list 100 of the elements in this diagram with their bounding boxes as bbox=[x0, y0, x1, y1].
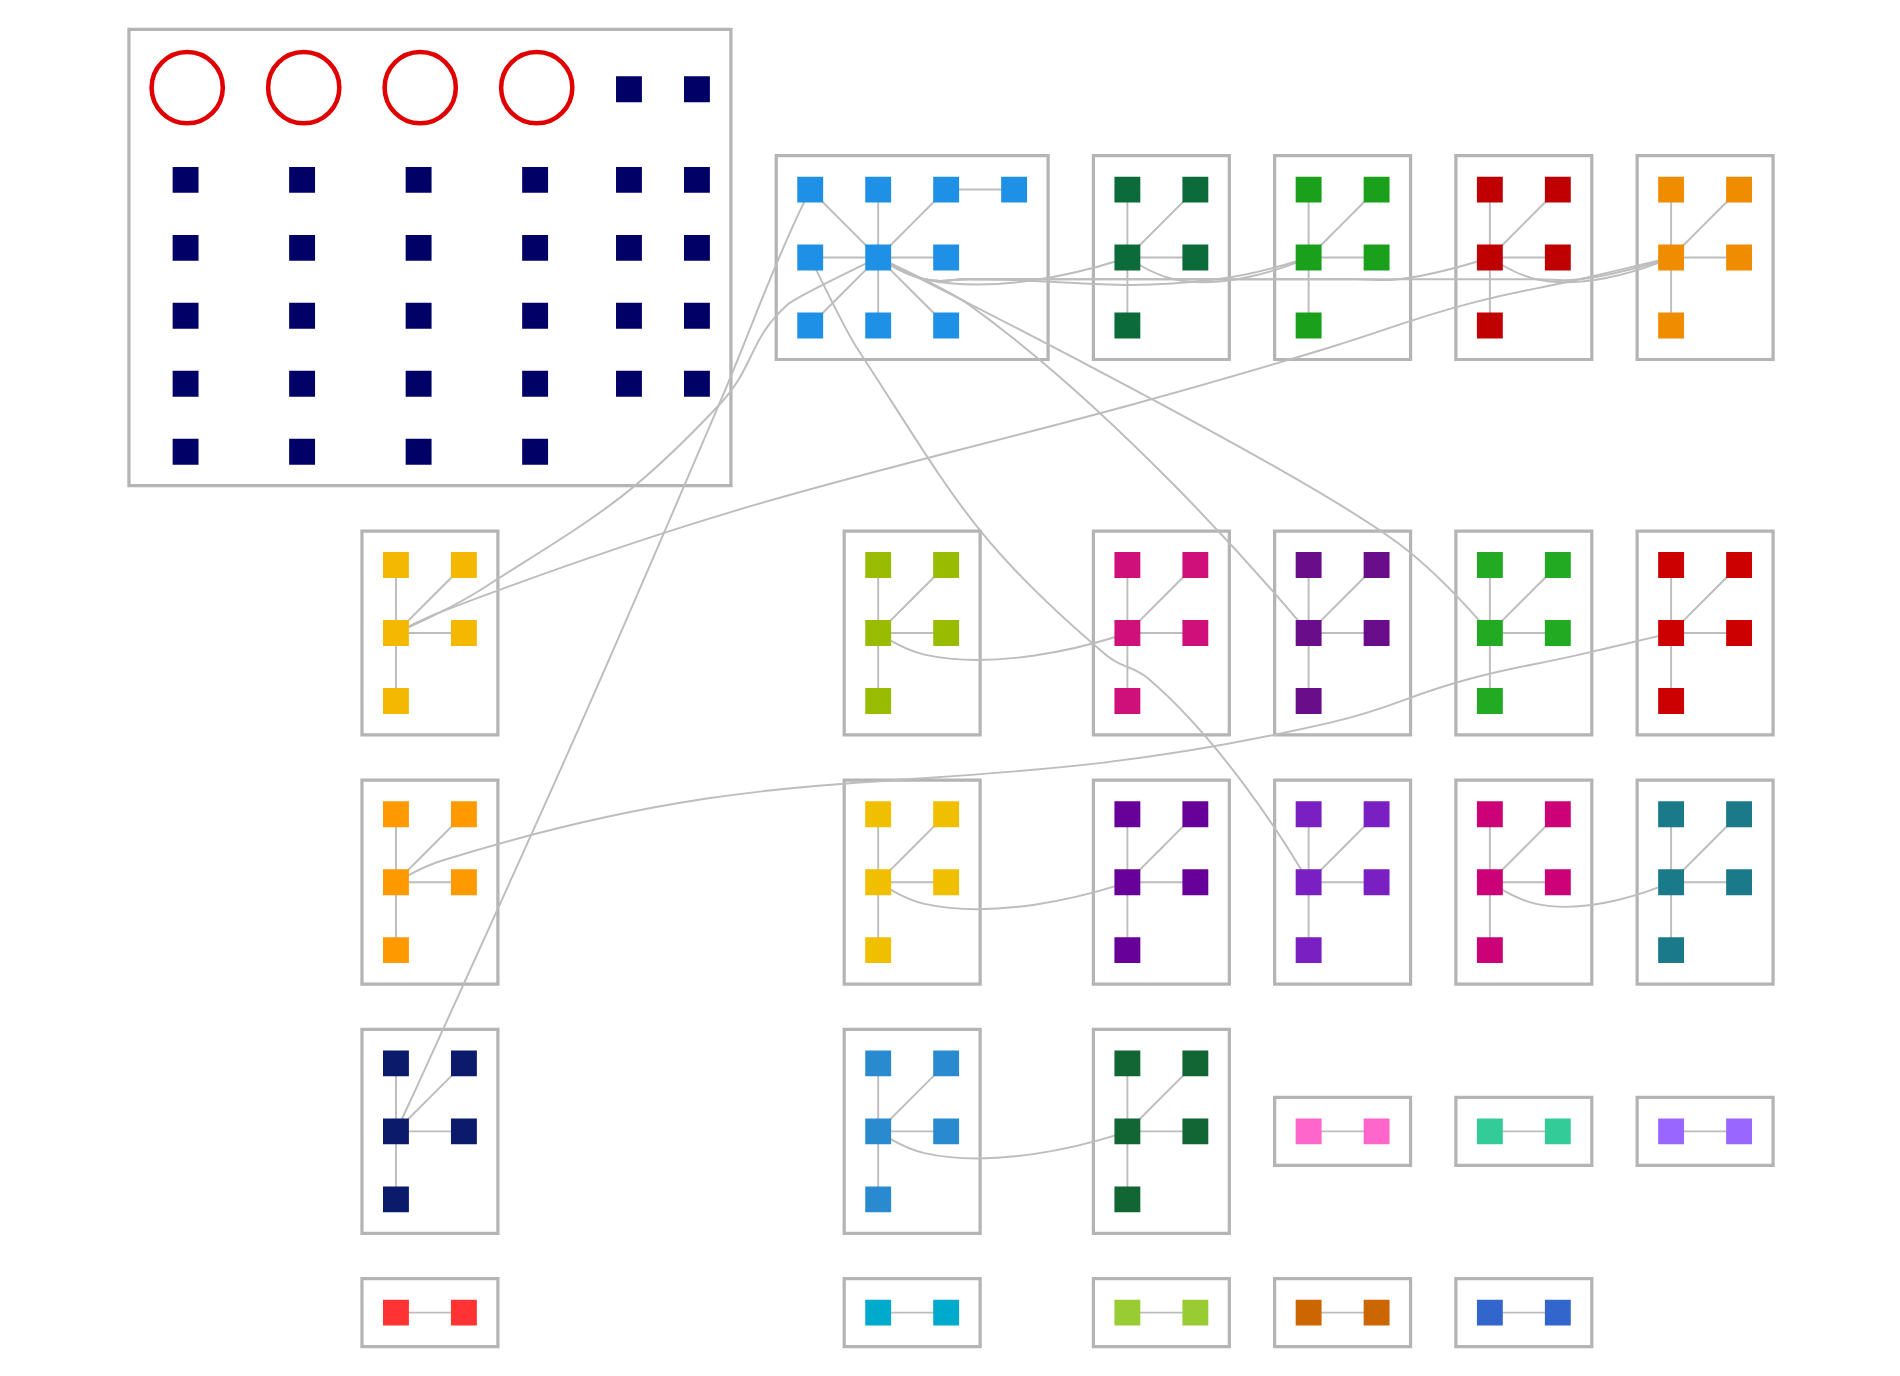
node-box bbox=[932, 620, 959, 646]
cluster bbox=[1453, 154, 1593, 362]
node-box bbox=[1181, 1299, 1208, 1326]
node-box bbox=[1294, 869, 1321, 896]
node-box bbox=[449, 1299, 476, 1326]
connector bbox=[1125, 575, 1128, 623]
connector bbox=[1306, 200, 1309, 247]
node-box bbox=[615, 370, 641, 397]
node-box bbox=[521, 166, 548, 193]
connector bbox=[887, 262, 1299, 623]
connector bbox=[1487, 893, 1490, 940]
node-box bbox=[1475, 1299, 1502, 1326]
node-box bbox=[1362, 176, 1389, 203]
connector bbox=[1137, 881, 1184, 884]
node-box bbox=[171, 166, 198, 193]
cluster bbox=[1272, 1277, 1412, 1349]
connector bbox=[1499, 200, 1547, 247]
connector bbox=[393, 575, 396, 623]
connector bbox=[1137, 1074, 1184, 1121]
node-box bbox=[932, 1050, 959, 1077]
node-box bbox=[404, 438, 431, 465]
cluster bbox=[359, 1027, 499, 1235]
node-box bbox=[382, 688, 408, 714]
node-box bbox=[382, 1050, 408, 1077]
node-circle bbox=[497, 49, 574, 126]
connector bbox=[1487, 824, 1490, 872]
node-box bbox=[615, 166, 641, 193]
connector bbox=[876, 1142, 879, 1189]
node-box bbox=[382, 1186, 408, 1213]
node-box bbox=[1543, 1118, 1570, 1145]
node-box bbox=[1657, 801, 1684, 828]
connector bbox=[1669, 824, 1672, 872]
cluster bbox=[1090, 1277, 1230, 1349]
node-box bbox=[864, 620, 891, 646]
connector bbox=[1669, 200, 1672, 247]
connector bbox=[876, 893, 879, 940]
node-box bbox=[932, 801, 959, 828]
cluster bbox=[1272, 529, 1412, 737]
connector bbox=[1318, 575, 1365, 623]
cluster bbox=[1272, 154, 1412, 362]
connector bbox=[888, 1130, 935, 1133]
node-box bbox=[1294, 1299, 1321, 1326]
node-box bbox=[615, 234, 641, 261]
node-box bbox=[1543, 801, 1570, 828]
node-box bbox=[1000, 176, 1027, 203]
connector bbox=[1137, 1311, 1184, 1314]
connector bbox=[1680, 1130, 1728, 1133]
connector bbox=[1681, 200, 1728, 247]
node-box bbox=[1181, 1118, 1208, 1145]
node-box bbox=[1181, 176, 1208, 203]
connector bbox=[405, 1074, 453, 1121]
node-box bbox=[1181, 1050, 1208, 1077]
connector bbox=[1125, 268, 1128, 315]
cluster bbox=[1453, 778, 1593, 986]
node-box bbox=[1362, 869, 1389, 896]
node-box bbox=[1475, 312, 1502, 339]
node-box bbox=[1475, 801, 1502, 828]
node-box bbox=[1475, 176, 1502, 203]
node-box bbox=[864, 937, 891, 964]
cluster bbox=[1634, 154, 1774, 362]
connector bbox=[405, 259, 1660, 628]
node-box bbox=[1657, 312, 1684, 339]
node-box bbox=[521, 370, 548, 397]
cluster bbox=[1453, 1277, 1593, 1349]
connector bbox=[1318, 1130, 1365, 1133]
cluster bbox=[1634, 1095, 1774, 1167]
node-box bbox=[404, 166, 431, 193]
connector bbox=[888, 200, 935, 247]
node-box bbox=[1657, 869, 1684, 896]
node-box bbox=[1113, 244, 1140, 271]
node-box bbox=[1657, 176, 1684, 203]
node-box bbox=[864, 801, 891, 828]
node-box bbox=[1657, 937, 1684, 964]
connector bbox=[1499, 575, 1547, 623]
node-box bbox=[1657, 620, 1684, 646]
connector bbox=[1137, 575, 1184, 623]
node-box bbox=[1294, 244, 1321, 271]
cluster bbox=[841, 778, 981, 986]
node-box bbox=[1543, 176, 1570, 203]
connector bbox=[1318, 256, 1365, 259]
cluster bbox=[1272, 778, 1412, 986]
node-box bbox=[171, 302, 198, 329]
connector bbox=[1125, 1074, 1128, 1121]
node-box bbox=[382, 801, 408, 828]
connector bbox=[405, 262, 867, 629]
connector bbox=[1125, 893, 1128, 940]
node-box bbox=[382, 552, 408, 578]
cluster bbox=[359, 1277, 499, 1349]
connector bbox=[405, 575, 453, 623]
node-box bbox=[864, 869, 891, 896]
connector bbox=[887, 1134, 1116, 1160]
node-circle bbox=[381, 49, 458, 126]
connector bbox=[1499, 1311, 1546, 1314]
node-box bbox=[171, 370, 198, 397]
connector bbox=[1318, 881, 1365, 884]
node-box bbox=[1113, 176, 1140, 203]
node-box bbox=[796, 312, 823, 339]
node-box bbox=[1543, 552, 1570, 578]
connector bbox=[1137, 1130, 1184, 1133]
node-box bbox=[683, 234, 709, 261]
